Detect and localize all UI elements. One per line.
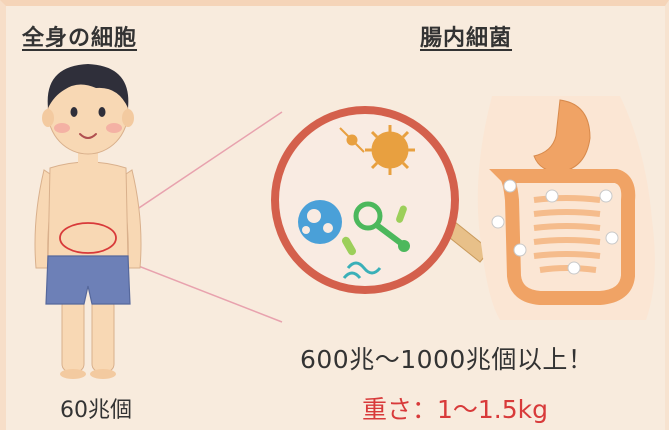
torso-intestines [477, 96, 655, 320]
bacterium-blue [298, 200, 342, 244]
zoom-line-top [117, 111, 283, 223]
body-cells-title: 全身の細胞 [22, 26, 138, 51]
belly-highlight [59, 222, 117, 254]
bacterium-teal-spiral [342, 261, 382, 279]
small-intestine [533, 195, 601, 273]
gut-bacteria-dots [491, 179, 619, 275]
virus-orange [339, 125, 415, 175]
gut-bacteria-count: 600兆〜1000兆個以上！ [300, 345, 594, 374]
large-intestine [489, 169, 636, 305]
magnifier [271, 106, 491, 294]
boy-figure [34, 64, 142, 379]
gut-bacteria-title: 腸内細菌 [420, 26, 513, 51]
zoom-line-bottom [117, 257, 283, 323]
bacterium-green [342, 201, 410, 256]
body-cell-count: 60兆個 [60, 398, 132, 423]
magnifier-ring [271, 106, 459, 294]
gut-bacteria-weight: 重さ：1〜1.5kg [362, 395, 549, 424]
shorts [45, 255, 131, 305]
